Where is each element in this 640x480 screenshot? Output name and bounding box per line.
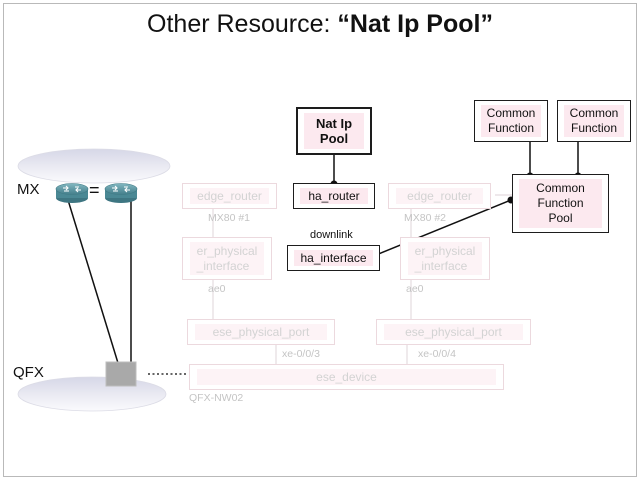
qfx-nw02-label: QFX-NW02 <box>189 392 244 404</box>
router-icon <box>104 183 138 203</box>
equals-sign: = <box>89 180 100 200</box>
title-emphasis: “Nat Ip Pool” <box>337 10 493 38</box>
common-function-label-2: Common Function <box>569 106 619 135</box>
common-function-pool-node[interactable]: Common Function Pool <box>512 174 609 233</box>
ese-device-node[interactable]: ese_device <box>189 364 504 390</box>
ese-device-label: ese_device <box>316 369 377 384</box>
er-physical-interface-node-2[interactable]: er_physical _interface <box>400 237 490 280</box>
ese-physical-port-node-1[interactable]: ese_physical_port <box>187 319 335 345</box>
slide: Other Resource: “Nat Ip Pool” <box>3 3 637 477</box>
xe-004-label: xe-0/0/4 <box>418 348 456 360</box>
edge-router-node-1[interactable]: edge_router <box>182 183 277 209</box>
mx-label: MX <box>17 181 40 198</box>
ae0-label-1: ae0 <box>208 283 226 295</box>
title-prefix: Other Resource: <box>147 10 338 38</box>
ha-router-node[interactable]: ha_router <box>293 183 375 209</box>
diagram-graphics <box>17 142 582 412</box>
mx-platform <box>17 148 171 184</box>
ese-physical-port-node-2[interactable]: ese_physical_port <box>376 319 531 345</box>
er-physical-interface-node-1[interactable]: er_physical _interface <box>182 237 272 280</box>
er-physical-interface-label-1: er_physical _interface <box>196 243 258 273</box>
slide-title: Other Resource: “Nat Ip Pool” <box>4 10 636 39</box>
common-function-node-1[interactable]: Common Function <box>474 100 548 142</box>
xe-003-label: xe-0/0/3 <box>282 348 320 360</box>
downlink-label: downlink <box>310 229 353 241</box>
common-function-pool-label: Common Function Pool <box>536 181 585 225</box>
mx80-2-label: MX80 #2 <box>404 212 447 224</box>
ae0-label-2: ae0 <box>406 283 424 295</box>
edge-router-label-1: edge_router <box>197 188 262 203</box>
nat-ip-pool-node[interactable]: Nat Ip Pool <box>296 107 372 155</box>
mx80-1-label: MX80 #1 <box>208 212 251 224</box>
ha-interface-label: ha_interface <box>300 250 367 265</box>
nat-ip-pool-label: Nat Ip Pool <box>315 116 353 146</box>
ese-physical-port-label-2: ese_physical_port <box>405 324 502 339</box>
qfx-label: QFX <box>13 364 44 381</box>
er-physical-interface-label-2: er_physical _interface <box>414 243 476 273</box>
router-icon <box>55 183 89 203</box>
common-function-node-2[interactable]: Common Function <box>557 100 631 142</box>
ha-router-label: ha_router <box>308 188 360 203</box>
switch-icon <box>105 361 137 387</box>
ha-interface-node[interactable]: ha_interface <box>287 245 380 271</box>
qfx-platform <box>17 376 167 412</box>
edge-router-node-2[interactable]: edge_router <box>388 183 491 209</box>
ese-physical-port-label-1: ese_physical_port <box>212 324 310 339</box>
common-function-label-1: Common Function <box>486 106 536 135</box>
edge-router-label-2: edge_router <box>407 188 472 203</box>
